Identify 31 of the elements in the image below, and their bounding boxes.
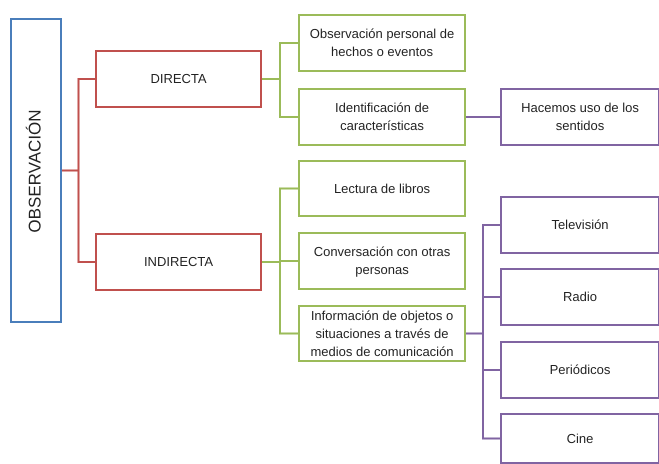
item-box	[298, 305, 466, 362]
connector-line	[62, 170, 95, 263]
item-box	[298, 232, 466, 290]
connector-line	[262, 261, 298, 334]
node-label: Lectura de libros	[334, 180, 430, 198]
node-label: Observación personal de hechos o eventos	[308, 25, 456, 61]
node-label: Cine	[566, 430, 594, 448]
item-box	[298, 14, 466, 72]
item-box	[298, 88, 466, 146]
connector-line	[466, 332, 500, 440]
connector-line	[262, 78, 298, 118]
node-label: Identificación de características	[334, 99, 430, 135]
item-box	[298, 160, 466, 217]
node-label: Periódicos	[550, 361, 610, 379]
node-label: Información de objetos o situaciones a través de medios de comunicación	[309, 306, 455, 360]
detail-box	[500, 268, 659, 326]
node-label: Televisión	[551, 216, 609, 234]
connector-line	[466, 116, 500, 118]
detail-box	[500, 196, 659, 254]
detail-box	[500, 413, 659, 464]
category-box	[95, 233, 262, 291]
node-label: INDIRECTA	[144, 253, 214, 271]
node-label: Hacemos uso de los sentidos	[520, 99, 640, 135]
node-label: Radio	[563, 288, 597, 306]
detail-box	[500, 341, 659, 399]
node-label: DIRECTA	[150, 70, 207, 88]
node-label: Conversación con otras personas	[312, 243, 452, 279]
detail-box	[500, 88, 659, 146]
node-label: OBSERVACIÓN	[27, 108, 45, 232]
category-box	[95, 50, 262, 108]
root-box	[10, 18, 62, 323]
